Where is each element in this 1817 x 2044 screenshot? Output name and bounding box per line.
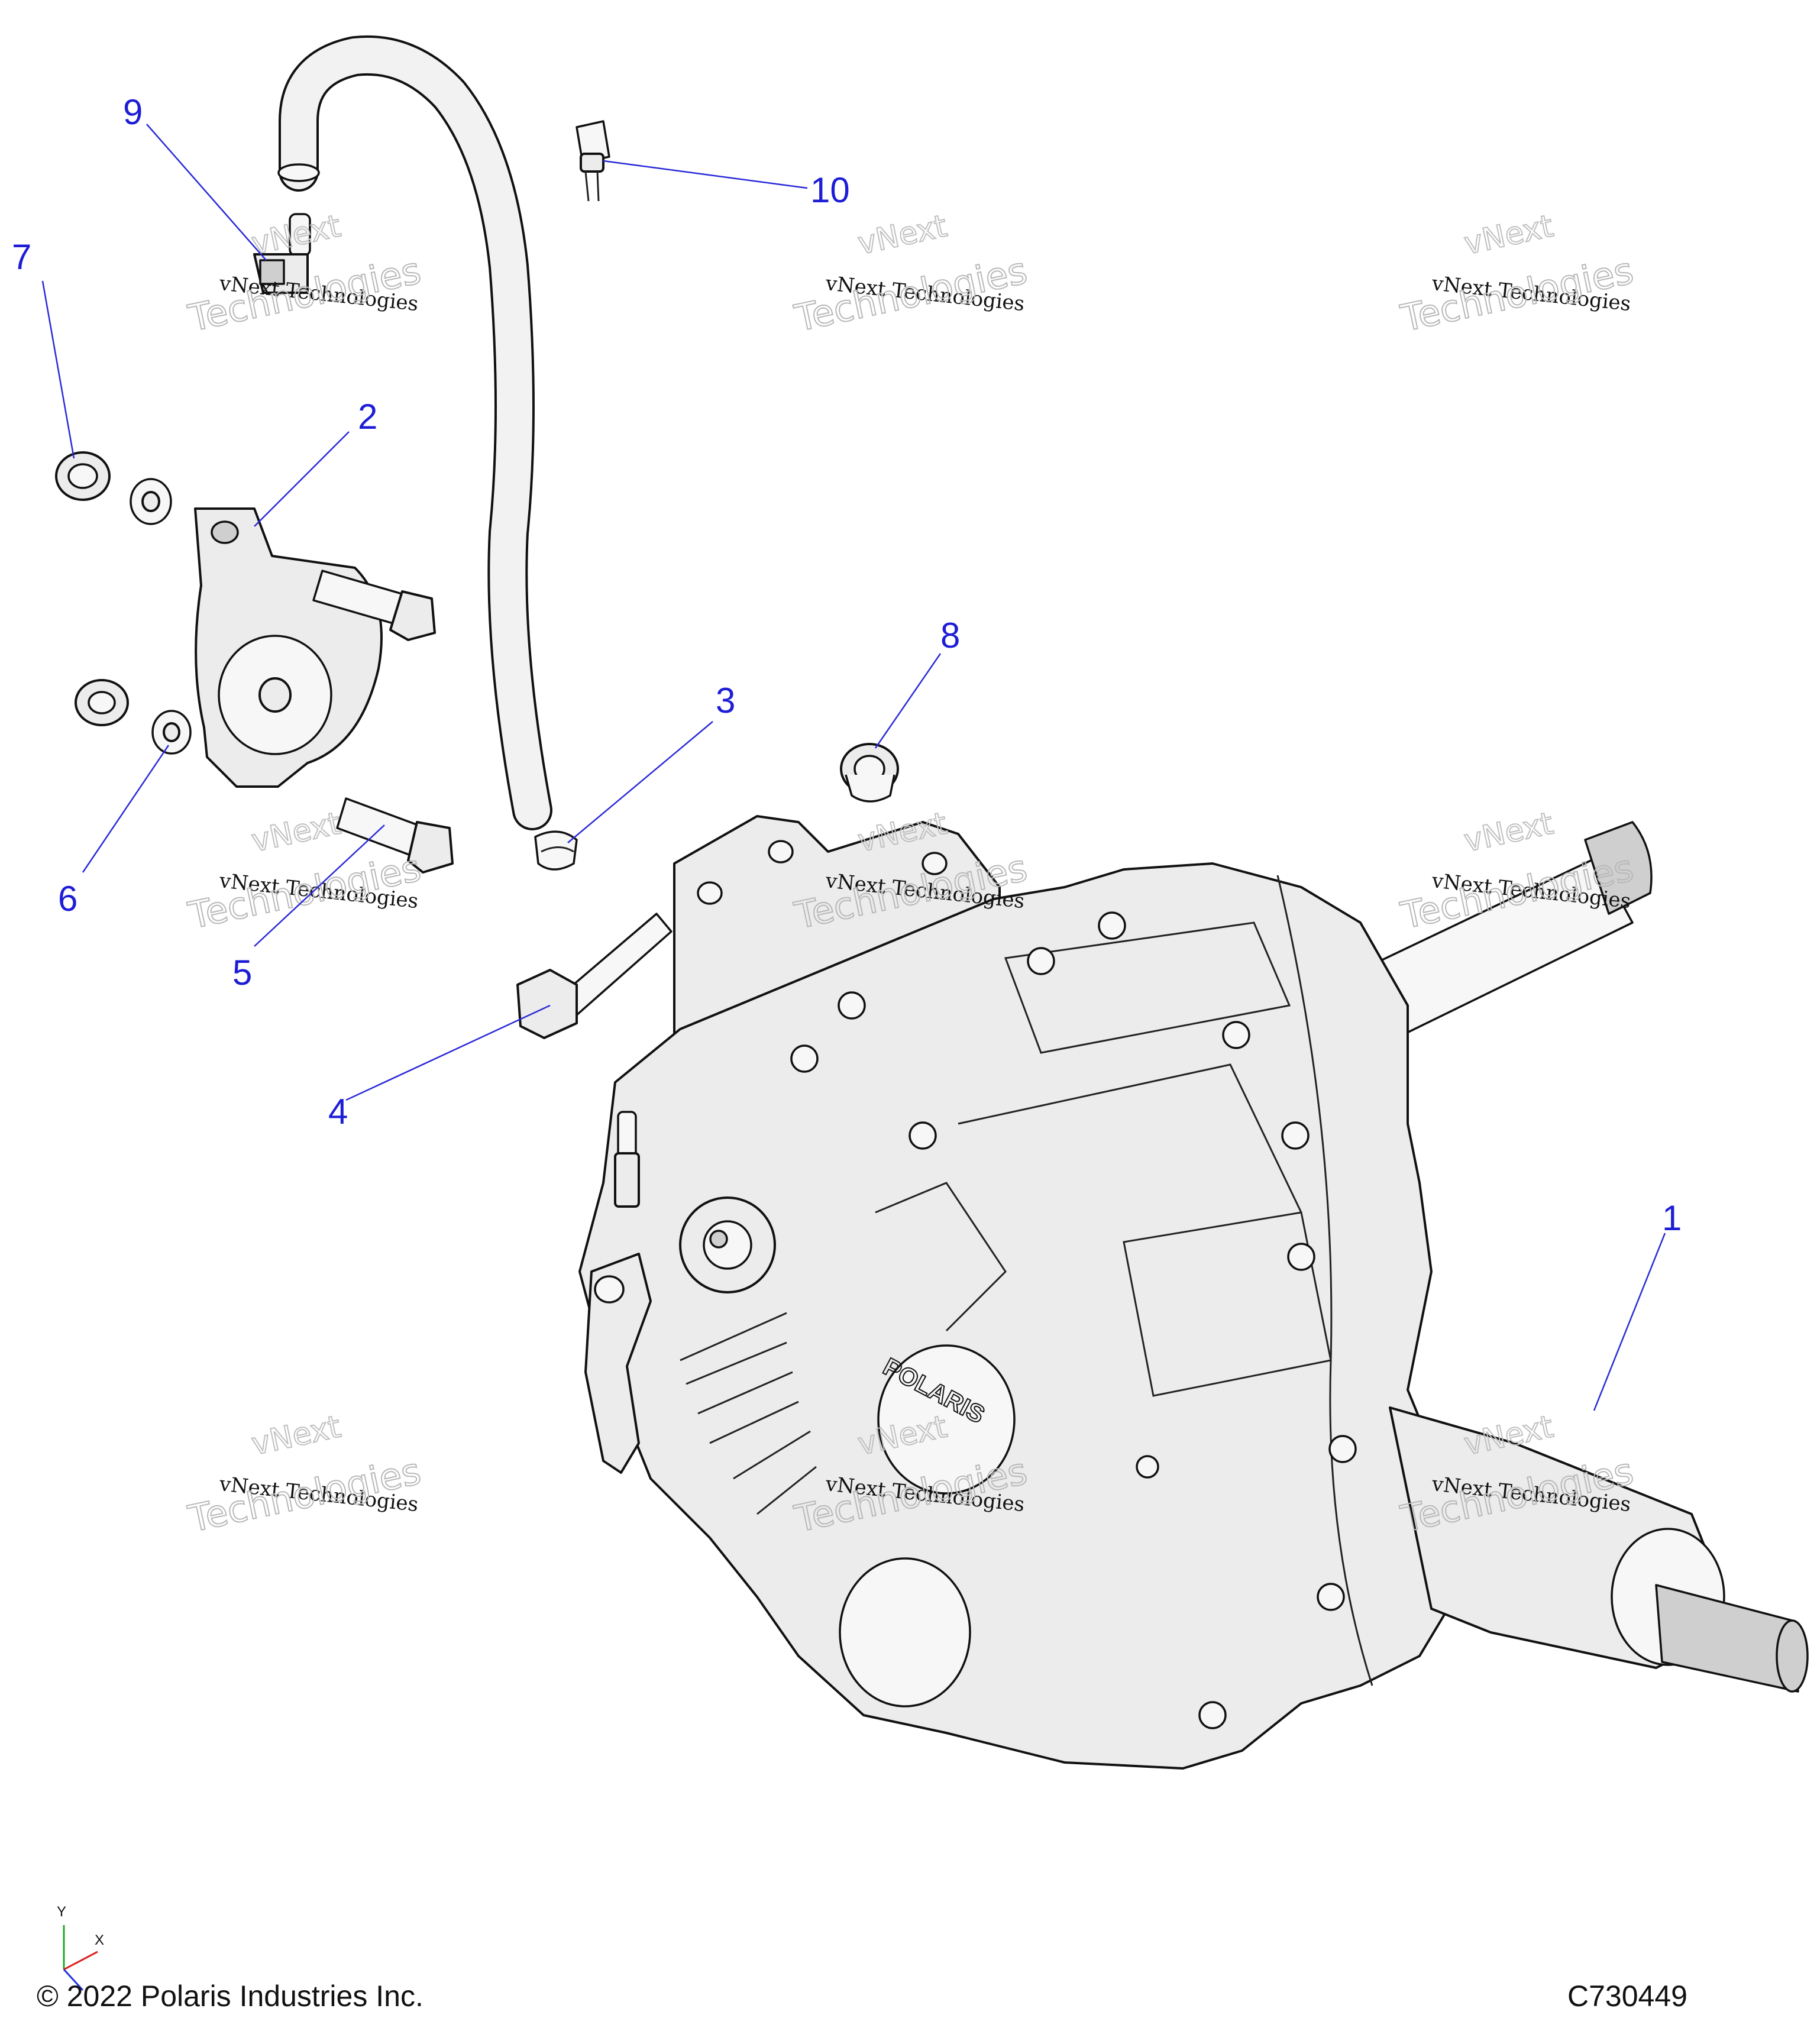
watermark-line2: Technologies [185,846,425,937]
lock-washer-lower [151,710,192,755]
callout-10[interactable]: 10 [603,160,850,210]
bolt-upper [312,570,436,641]
watermark-line2: Technologies [791,248,1031,339]
callout-3[interactable]: 3 [567,681,735,843]
axis-x-line [63,1951,98,1971]
leader-line-2 [254,431,350,527]
callout-number-4: 4 [328,1092,348,1131]
callout-9[interactable]: 9 [123,92,267,261]
callout-4[interactable]: 4 [328,1004,551,1131]
leader-line-9 [146,124,267,261]
elbow-fitting [253,213,311,294]
lock-washer-upper [130,478,172,525]
leader-line-6 [82,745,170,873]
flange-nut-upper [55,451,111,501]
copyright-text: © 2022 Polaris Industries Inc. [37,1980,423,2013]
callout-6[interactable]: 6 [58,745,170,918]
callout-number-5: 5 [232,953,252,992]
watermark-top: vNext [1461,806,1556,859]
leader-line-3 [567,721,713,843]
transmission-assembly: POLARIS [578,815,1809,1770]
flange-nut-lower [75,679,129,726]
callout-number-10: 10 [810,170,850,210]
callout-number-2: 2 [358,397,377,436]
leader-line-7 [41,280,75,459]
callout-number-7: 7 [12,237,31,277]
drawing-id: C730449 [1567,1980,1687,2013]
axis-z-line [63,1968,84,1991]
callout-number-9: 9 [123,92,143,132]
watermark-top: vNext [855,208,950,261]
bushing [840,743,899,803]
callout-5[interactable]: 5 [232,824,385,992]
callout-number-1: 1 [1662,1198,1682,1238]
callout-8[interactable]: 8 [874,616,960,749]
watermark-line2: Technologies [1397,248,1637,339]
mounting-bolt [516,913,673,1039]
watermark-row-1: vNext vNext Technologies Technologies vN… [184,208,1638,340]
axis-x-label: X [95,1932,104,1948]
hose-clip [576,120,610,202]
callout-number-6: 6 [58,879,77,918]
vent-hose [277,35,552,830]
callout-7[interactable]: 7 [12,237,75,459]
speed-sensor-housing [194,507,383,788]
watermark-top: vNext [248,806,344,859]
watermark-top: vNext [1461,208,1556,261]
leader-line-8 [874,653,942,749]
callout-number-3: 3 [716,681,735,720]
callout-number-8: 8 [940,616,960,655]
axis-triad: Y X [57,1904,104,1991]
leader-line-4 [345,1004,551,1101]
leader-line-10 [603,160,808,189]
leader-line-5 [254,824,385,947]
watermark-top: vNext [248,1409,344,1462]
hose-clamp [534,830,578,871]
callout-2[interactable]: 2 [254,397,377,527]
watermark-line2: Technologies [185,1449,425,1540]
leader-line-1 [1593,1233,1666,1411]
callout-1[interactable]: 1 [1593,1198,1682,1411]
axis-y-label: Y [57,1904,66,1920]
